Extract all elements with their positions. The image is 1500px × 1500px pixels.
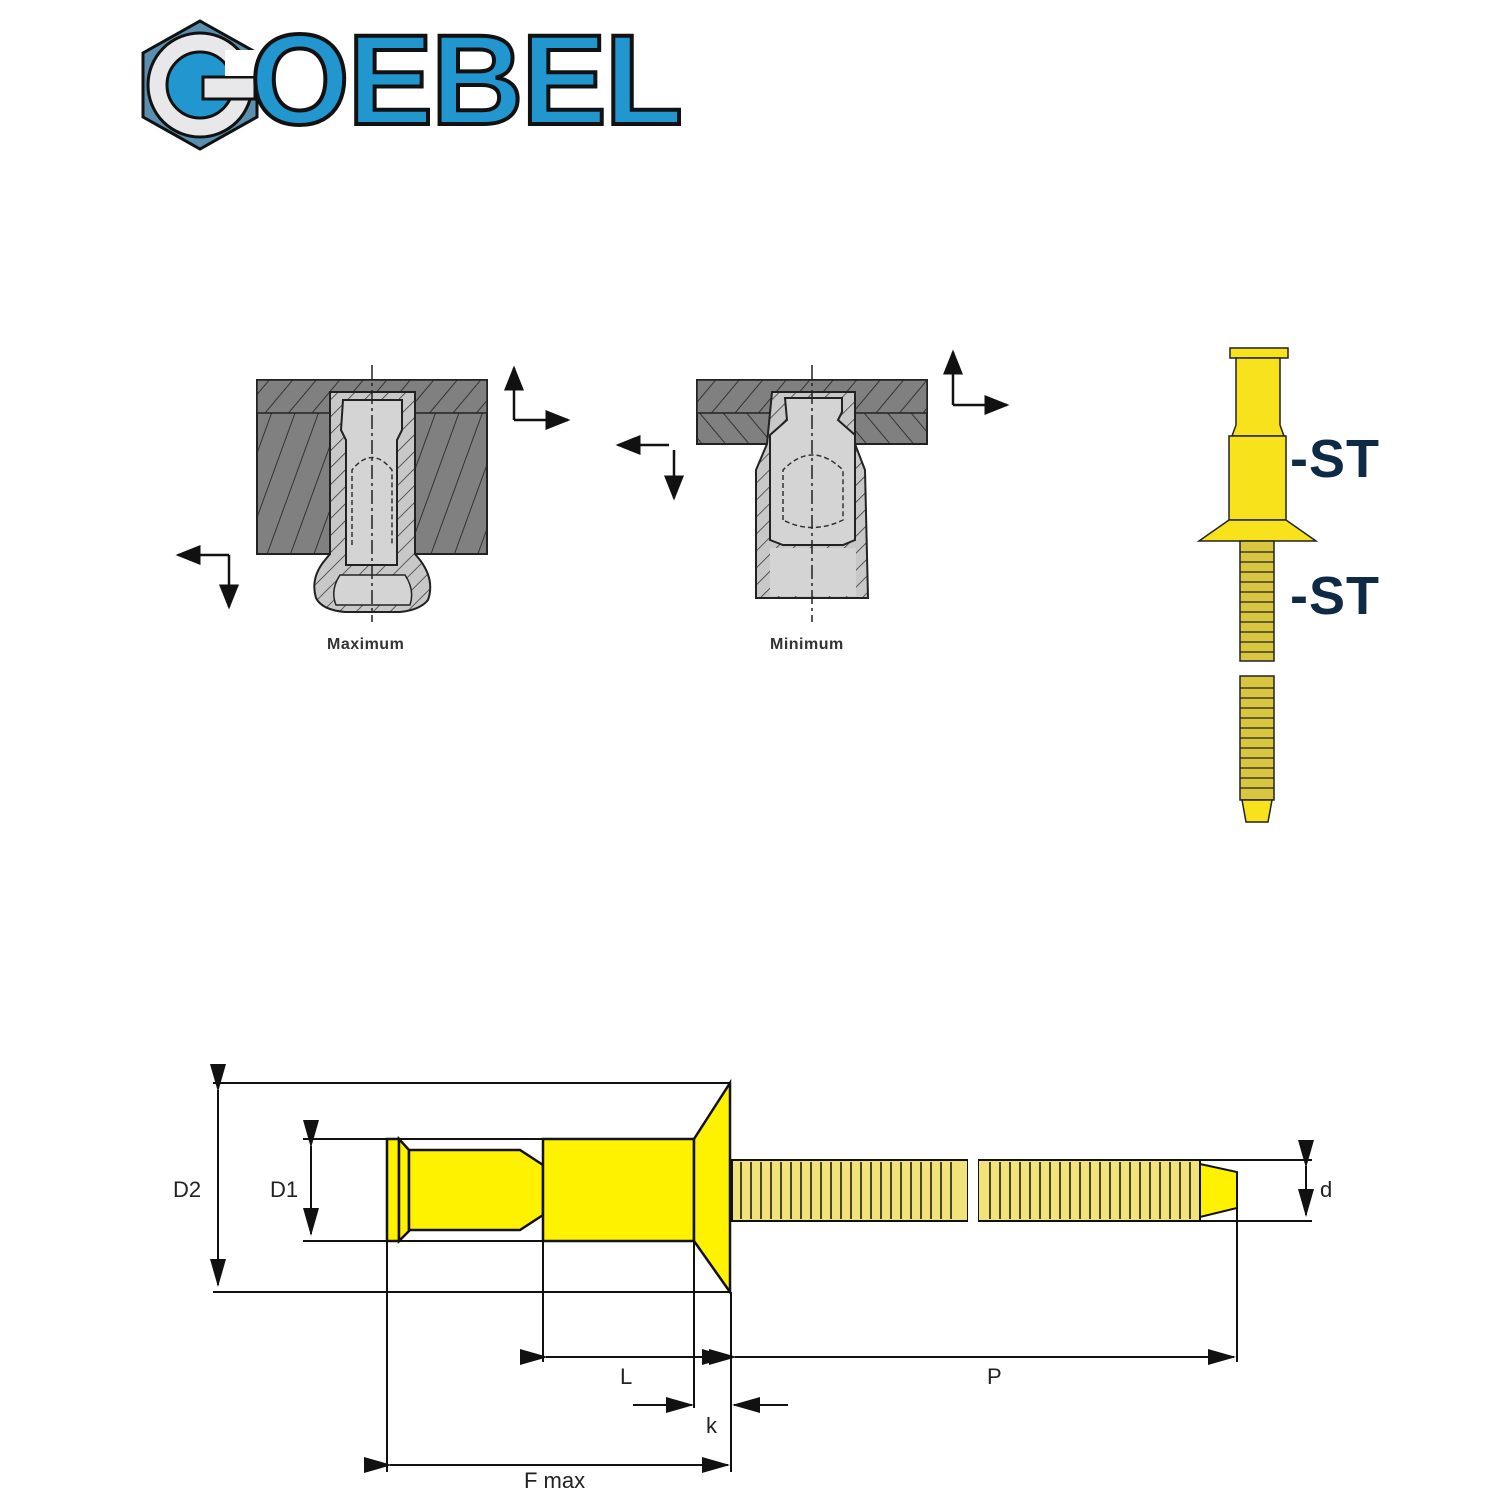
sleeve-material-label: -ST — [1290, 429, 1380, 489]
dim-label-L: L — [620, 1364, 633, 1389]
dim-label-D1: D1 — [270, 1177, 299, 1202]
dim-label-k: k — [706, 1413, 717, 1438]
rivet-side-view — [1196, 347, 1319, 823]
maximum-grip-diagram — [175, 365, 571, 622]
hexagon-nut-icon — [141, 19, 259, 151]
dim-label-d: d — [1320, 1177, 1333, 1202]
mandrel-material-label: -ST — [1290, 566, 1380, 626]
rivet-drawing — [385, 1078, 1238, 1296]
dim-label-P: P — [987, 1364, 1002, 1389]
minimum-caption: Minimum — [770, 636, 844, 653]
logo-wordmark: OEBEL — [248, 7, 685, 154]
maximum-caption: Maximum — [327, 636, 405, 653]
minimum-grip-diagram — [615, 349, 1010, 622]
goebel-logo: OEBEL — [130, 7, 690, 155]
dim-label-F-max: F max — [524, 1468, 586, 1493]
dim-label-D2: D2 — [173, 1177, 202, 1202]
